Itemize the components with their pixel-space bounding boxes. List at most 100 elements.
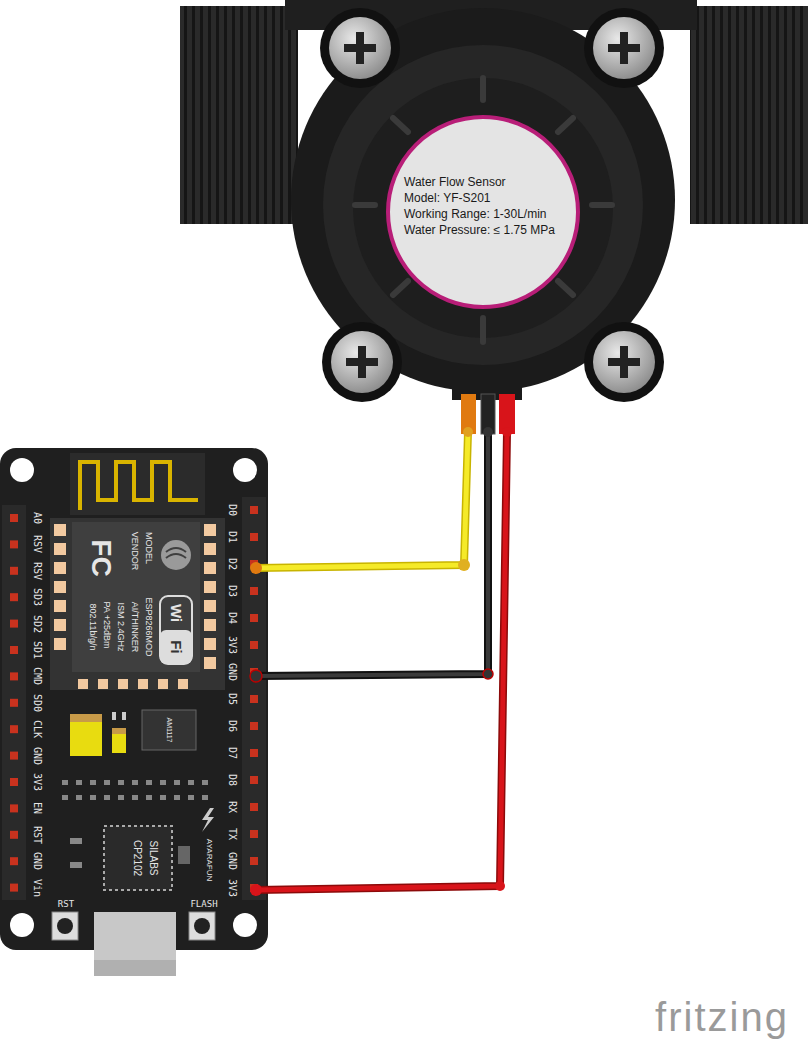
screws (320, 8, 664, 402)
mount-hole (10, 913, 34, 937)
chip-label: CP2102 (132, 840, 142, 876)
module-text: 802.11b/g/n (88, 604, 97, 651)
pin-label: RST (32, 826, 42, 844)
header-pin (250, 803, 258, 811)
sensor-label-disc (388, 117, 578, 307)
smd-part (70, 862, 82, 868)
pin-label: TX (227, 828, 237, 840)
module-text: ISM 2.4GHz (116, 602, 125, 651)
header-pin (250, 830, 258, 838)
header-pin (250, 722, 258, 730)
wire-end (463, 427, 473, 437)
outlet-thread (690, 6, 808, 224)
usb-connector-lip (94, 960, 176, 976)
wire-end (502, 427, 512, 437)
pin-label: D4 (227, 612, 237, 624)
usb-bridge-chip (104, 826, 172, 890)
right-header (242, 497, 266, 900)
pin-label: SD2 (32, 615, 42, 633)
wire-end (483, 427, 493, 437)
sensor-spec-text: Working Range: 1-30L/min (404, 206, 555, 222)
header-pin (10, 620, 18, 628)
smd-part (122, 712, 126, 720)
pin-label: A0 (32, 512, 42, 524)
sensor-housing-ring (323, 45, 643, 365)
pin-label: GND (227, 663, 237, 681)
pin-label: CLK (32, 720, 42, 738)
espressif-logo-mark (166, 548, 186, 558)
header-pin (250, 614, 258, 622)
header-pin (10, 699, 18, 707)
capacitor (70, 714, 102, 756)
regulator-chip (142, 710, 196, 750)
maker-mark: AYARAFUN (205, 839, 213, 881)
header-pin (10, 514, 18, 522)
smd-part (70, 838, 82, 844)
wire-bend (483, 669, 493, 679)
flash-button-cap (194, 918, 210, 934)
fcc-logo: FC (87, 539, 115, 576)
header-pin (250, 857, 258, 865)
usb-connector (94, 912, 176, 976)
pin-label: D3 (227, 585, 237, 597)
lightning-symbol (202, 808, 214, 832)
button-label: FLASH (190, 900, 217, 909)
header-pin (10, 540, 18, 548)
flash-button (189, 912, 215, 940)
wifi-logo-fill (160, 630, 192, 664)
header-pin (10, 725, 18, 733)
pcb-antenna (80, 462, 198, 510)
pin-label: SD3 (32, 588, 42, 606)
mount-hole (233, 913, 257, 937)
pin-label: SD0 (32, 694, 42, 712)
wifi-logo-frame (160, 596, 192, 664)
smd-row (62, 780, 208, 800)
header-pin (250, 533, 258, 541)
wires (250, 427, 512, 896)
mount-hole (233, 458, 257, 482)
button-label: RST (58, 900, 74, 909)
header-pin (10, 804, 18, 812)
sensor-housing-inner (353, 78, 613, 338)
board-pcb (0, 448, 268, 950)
small-capacitor-end (112, 728, 126, 734)
ground-wire (256, 432, 488, 676)
pin-label: GND (32, 852, 42, 870)
wire-end (250, 670, 262, 682)
housing-ribs (355, 78, 612, 342)
sensor-spec-text: Water Flow Sensor (404, 174, 555, 190)
pin-label: 3V3 (32, 773, 42, 791)
pin-label: SD1 (32, 641, 42, 659)
pin-label: EN (32, 802, 42, 814)
sensor-label: Water Flow SensorModel: YF-S201Working R… (404, 174, 555, 238)
header-pin (10, 646, 18, 654)
wire-bend (495, 881, 505, 891)
header-pin (250, 506, 258, 514)
module-text: ESP8266MOD (144, 597, 153, 656)
pin-label: D5 (227, 693, 237, 705)
header-pin (10, 593, 18, 601)
pin-label: 3V3 (227, 879, 237, 897)
pin-label: RSV (32, 535, 42, 553)
chip-label: AM1117 (166, 717, 173, 742)
power-wire (256, 432, 507, 890)
pin-label: Vin (32, 879, 42, 897)
pin-label: GND (32, 747, 42, 765)
header-pin (250, 587, 258, 595)
header-pin (250, 749, 258, 757)
wifi-logo: Wi (169, 604, 184, 622)
module-text: VENDOR (130, 532, 139, 571)
mount-hole (10, 458, 34, 482)
power-wire-edge (256, 432, 507, 890)
pin-label: D6 (227, 720, 237, 732)
left-header (2, 505, 26, 900)
inlet-thread (180, 6, 298, 224)
chip-label: SILABS (148, 840, 158, 875)
pin-label: GND (227, 852, 237, 870)
wire-end (250, 884, 262, 896)
espressif-logo (161, 540, 191, 570)
module-shield (72, 522, 200, 672)
pin-label: 3V3 (227, 636, 237, 654)
header-pins (10, 506, 258, 892)
capacitor-end (70, 714, 102, 722)
